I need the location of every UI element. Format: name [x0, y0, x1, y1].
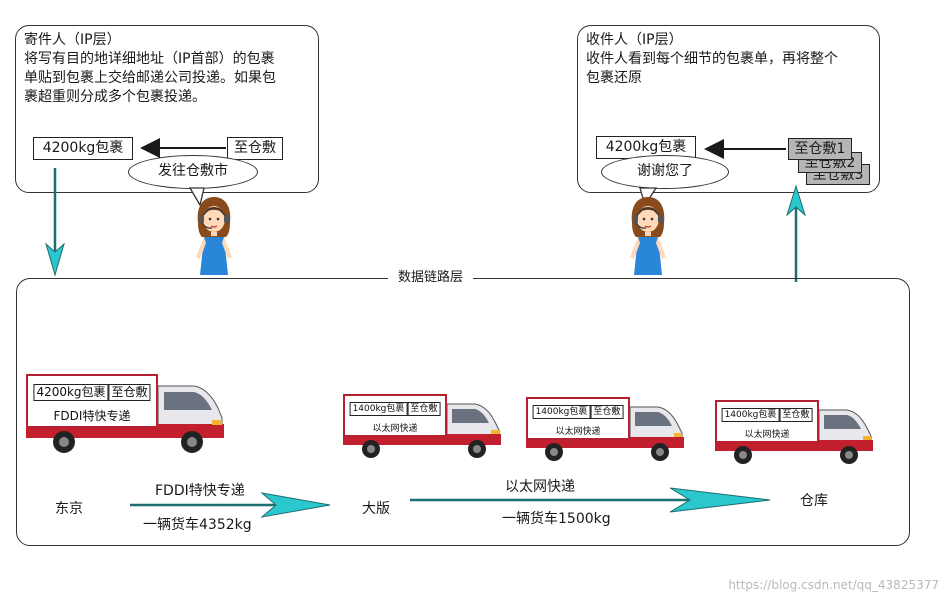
receiver-speech: 谢谢您了 — [601, 155, 729, 189]
route-ethernet-service: 以太网快递 — [505, 479, 575, 495]
truck-ethernet-3: 1400kg包裹 至仓敷 以太网快递 — [711, 398, 877, 466]
route-arrow-fddi — [130, 492, 331, 518]
truck-destination-label: 至仓敷 — [590, 405, 624, 419]
city-middle: 大版 — [362, 501, 390, 517]
route-fddi-capacity: 一辆货车4352kg — [143, 517, 252, 533]
truck-ethernet-1: 1400kg包裹 至仓敷 以太网快递 — [339, 392, 505, 460]
down-arrow — [45, 168, 65, 277]
route-fddi-service: FDDI特快专递 — [155, 483, 245, 499]
truck-service-label: FDDI特快专递 — [53, 409, 131, 423]
city-end: 仓库 — [800, 493, 828, 509]
truck-package-label: 4200kg包裹 — [33, 384, 109, 401]
truck-package-label: 1400kg包裹 — [532, 405, 591, 419]
receiver-label-1: 至仓敷1 — [788, 138, 852, 160]
truck-destination-label: 至仓敷 — [407, 402, 441, 416]
receiver-person-icon — [630, 197, 666, 275]
truck-package-label: 1400kg包裹 — [721, 408, 780, 422]
city-start: 东京 — [55, 501, 83, 517]
cargo-box: 1400kg包裹 至仓敷 以太网快递 — [526, 397, 630, 440]
sender-package: 4200kg包裹 — [33, 137, 133, 160]
route-ethernet-capacity: 一辆货车1500kg — [502, 511, 611, 527]
truck-fddi: 4200kg包裹 至仓敷 FDDI特快专递 — [22, 372, 227, 456]
truck-package-label: 1400kg包裹 — [349, 402, 408, 416]
truck-ethernet-2: 1400kg包裹 至仓敷 以太网快递 — [522, 395, 688, 463]
receiver-title: 收件人（IP层） — [586, 32, 683, 48]
cargo-box: 1400kg包裹 至仓敷 以太网快递 — [715, 400, 819, 443]
watermark: https://blog.csdn.net/qq_43825377 — [728, 578, 939, 592]
receiver-description: 收件人看到每个细节的包裹单，再将整个 包裹还原 — [586, 51, 838, 86]
truck-service-label: 以太网快递 — [372, 424, 418, 434]
up-arrow — [785, 184, 807, 282]
sender-speech-tail — [188, 187, 205, 207]
sender-description: 将写有目的地详细地址（IP首部）的包裹 单贴到包裹上交给邮递公司投递。如果包 裹… — [24, 51, 276, 105]
truck-service-label: 以太网快递 — [744, 430, 790, 440]
truck-service-label: 以太网快递 — [555, 427, 601, 437]
truck-destination-label: 至仓敷 — [108, 384, 151, 401]
route-arrow-ethernet — [410, 487, 771, 513]
cargo-box: 4200kg包裹 至仓敷 FDDI特快专递 — [26, 374, 158, 428]
truck-destination-label: 至仓敷 — [779, 408, 813, 422]
sender-title: 寄件人（IP层） — [24, 32, 121, 48]
layer-title: 数据链路层 — [388, 268, 474, 288]
sender-speech: 发往仓敷市 — [128, 155, 258, 189]
sender-label: 至仓敷 — [227, 137, 283, 160]
cargo-box: 1400kg包裹 至仓敷 以太网快递 — [343, 394, 447, 437]
sender-person-icon — [196, 197, 232, 275]
receiver-package: 4200kg包裹 — [596, 136, 696, 159]
